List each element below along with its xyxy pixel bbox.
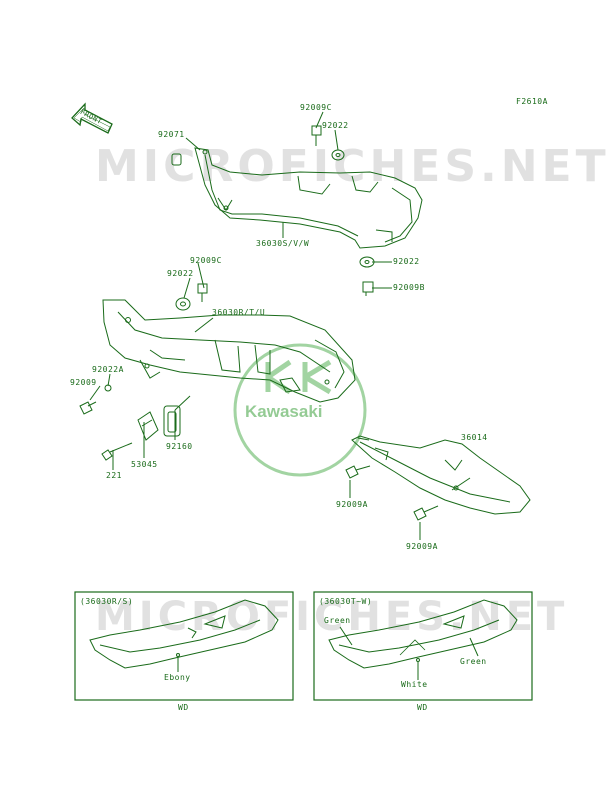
part-label-92009-left: 92009 [70,378,97,387]
inset-right-color-label-1: Green [324,616,351,625]
inset-right-color-label-2: Green [460,657,487,666]
inset-left-cover [89,599,279,669]
part-label-92071: 92071 [158,130,185,139]
washer-92022-right-icon [359,256,375,268]
bolt-92009C-top-icon [311,125,322,146]
chain-guard [351,435,531,515]
part-label-92009A-2: 92009A [406,542,438,551]
inset-left-title: (36030R/S) [80,597,134,606]
inset-right-cover [328,599,518,669]
bolt-92009B-icon [362,281,374,296]
part-label-36030SVW: 36030S/V/W [256,239,310,248]
part-label-36030RTU: 36030R/T/U [212,308,266,317]
part-label-92009B: 92009B [393,283,425,292]
inset-left-frame [74,591,294,701]
part-label-92009C-mid: 92009C [190,256,222,265]
inset-right-caption: WD [417,703,428,712]
washer-92022-mid-icon [175,297,191,311]
inset-left-color-label: Ebony [164,673,191,682]
part-label-53045: 53045 [131,460,158,469]
part-label-221: 221 [106,471,122,480]
grommet-92071-icon [171,153,182,166]
clip-53045-icon [137,411,159,441]
inset-left-caption: WD [178,703,189,712]
part-label-92009C-top: 92009C [300,103,332,112]
inset-right-color-label-3: White [401,680,428,689]
front-arrow-icon [71,102,113,134]
part-label-92022A: 92022A [92,365,124,374]
lower-side-cover [102,299,356,403]
watermark-top: MICROFICHES.NET [95,141,610,192]
bolt-92009A-1-icon [345,465,371,479]
part-label-92022-right: 92022 [393,257,420,266]
bracket-92160-icon [163,405,181,437]
part-label-36014: 36014 [461,433,488,442]
part-label-92022-top: 92022 [322,121,349,130]
bolt-92009-left-icon [79,401,97,415]
part-label-92160: 92160 [166,442,193,451]
upper-side-cover [194,147,423,249]
inset-right-frame [313,591,533,701]
watermark-inset: MICROFICHES.NET [95,594,569,640]
screw-221-icon [101,442,133,461]
part-label-92022-mid: 92022 [167,269,194,278]
washer-92022-top-icon [331,149,345,161]
bolt-92009A-2-icon [413,505,439,521]
figure-code: F2610A [516,97,548,106]
washer-92022A-icon [104,384,112,392]
kawasaki-watermark-text: Kawasaki [245,402,323,421]
part-label-92009A-1: 92009A [336,500,368,509]
bolt-92009C-mid-icon [197,283,208,302]
inset-right-title: (36030T~W) [319,597,373,606]
